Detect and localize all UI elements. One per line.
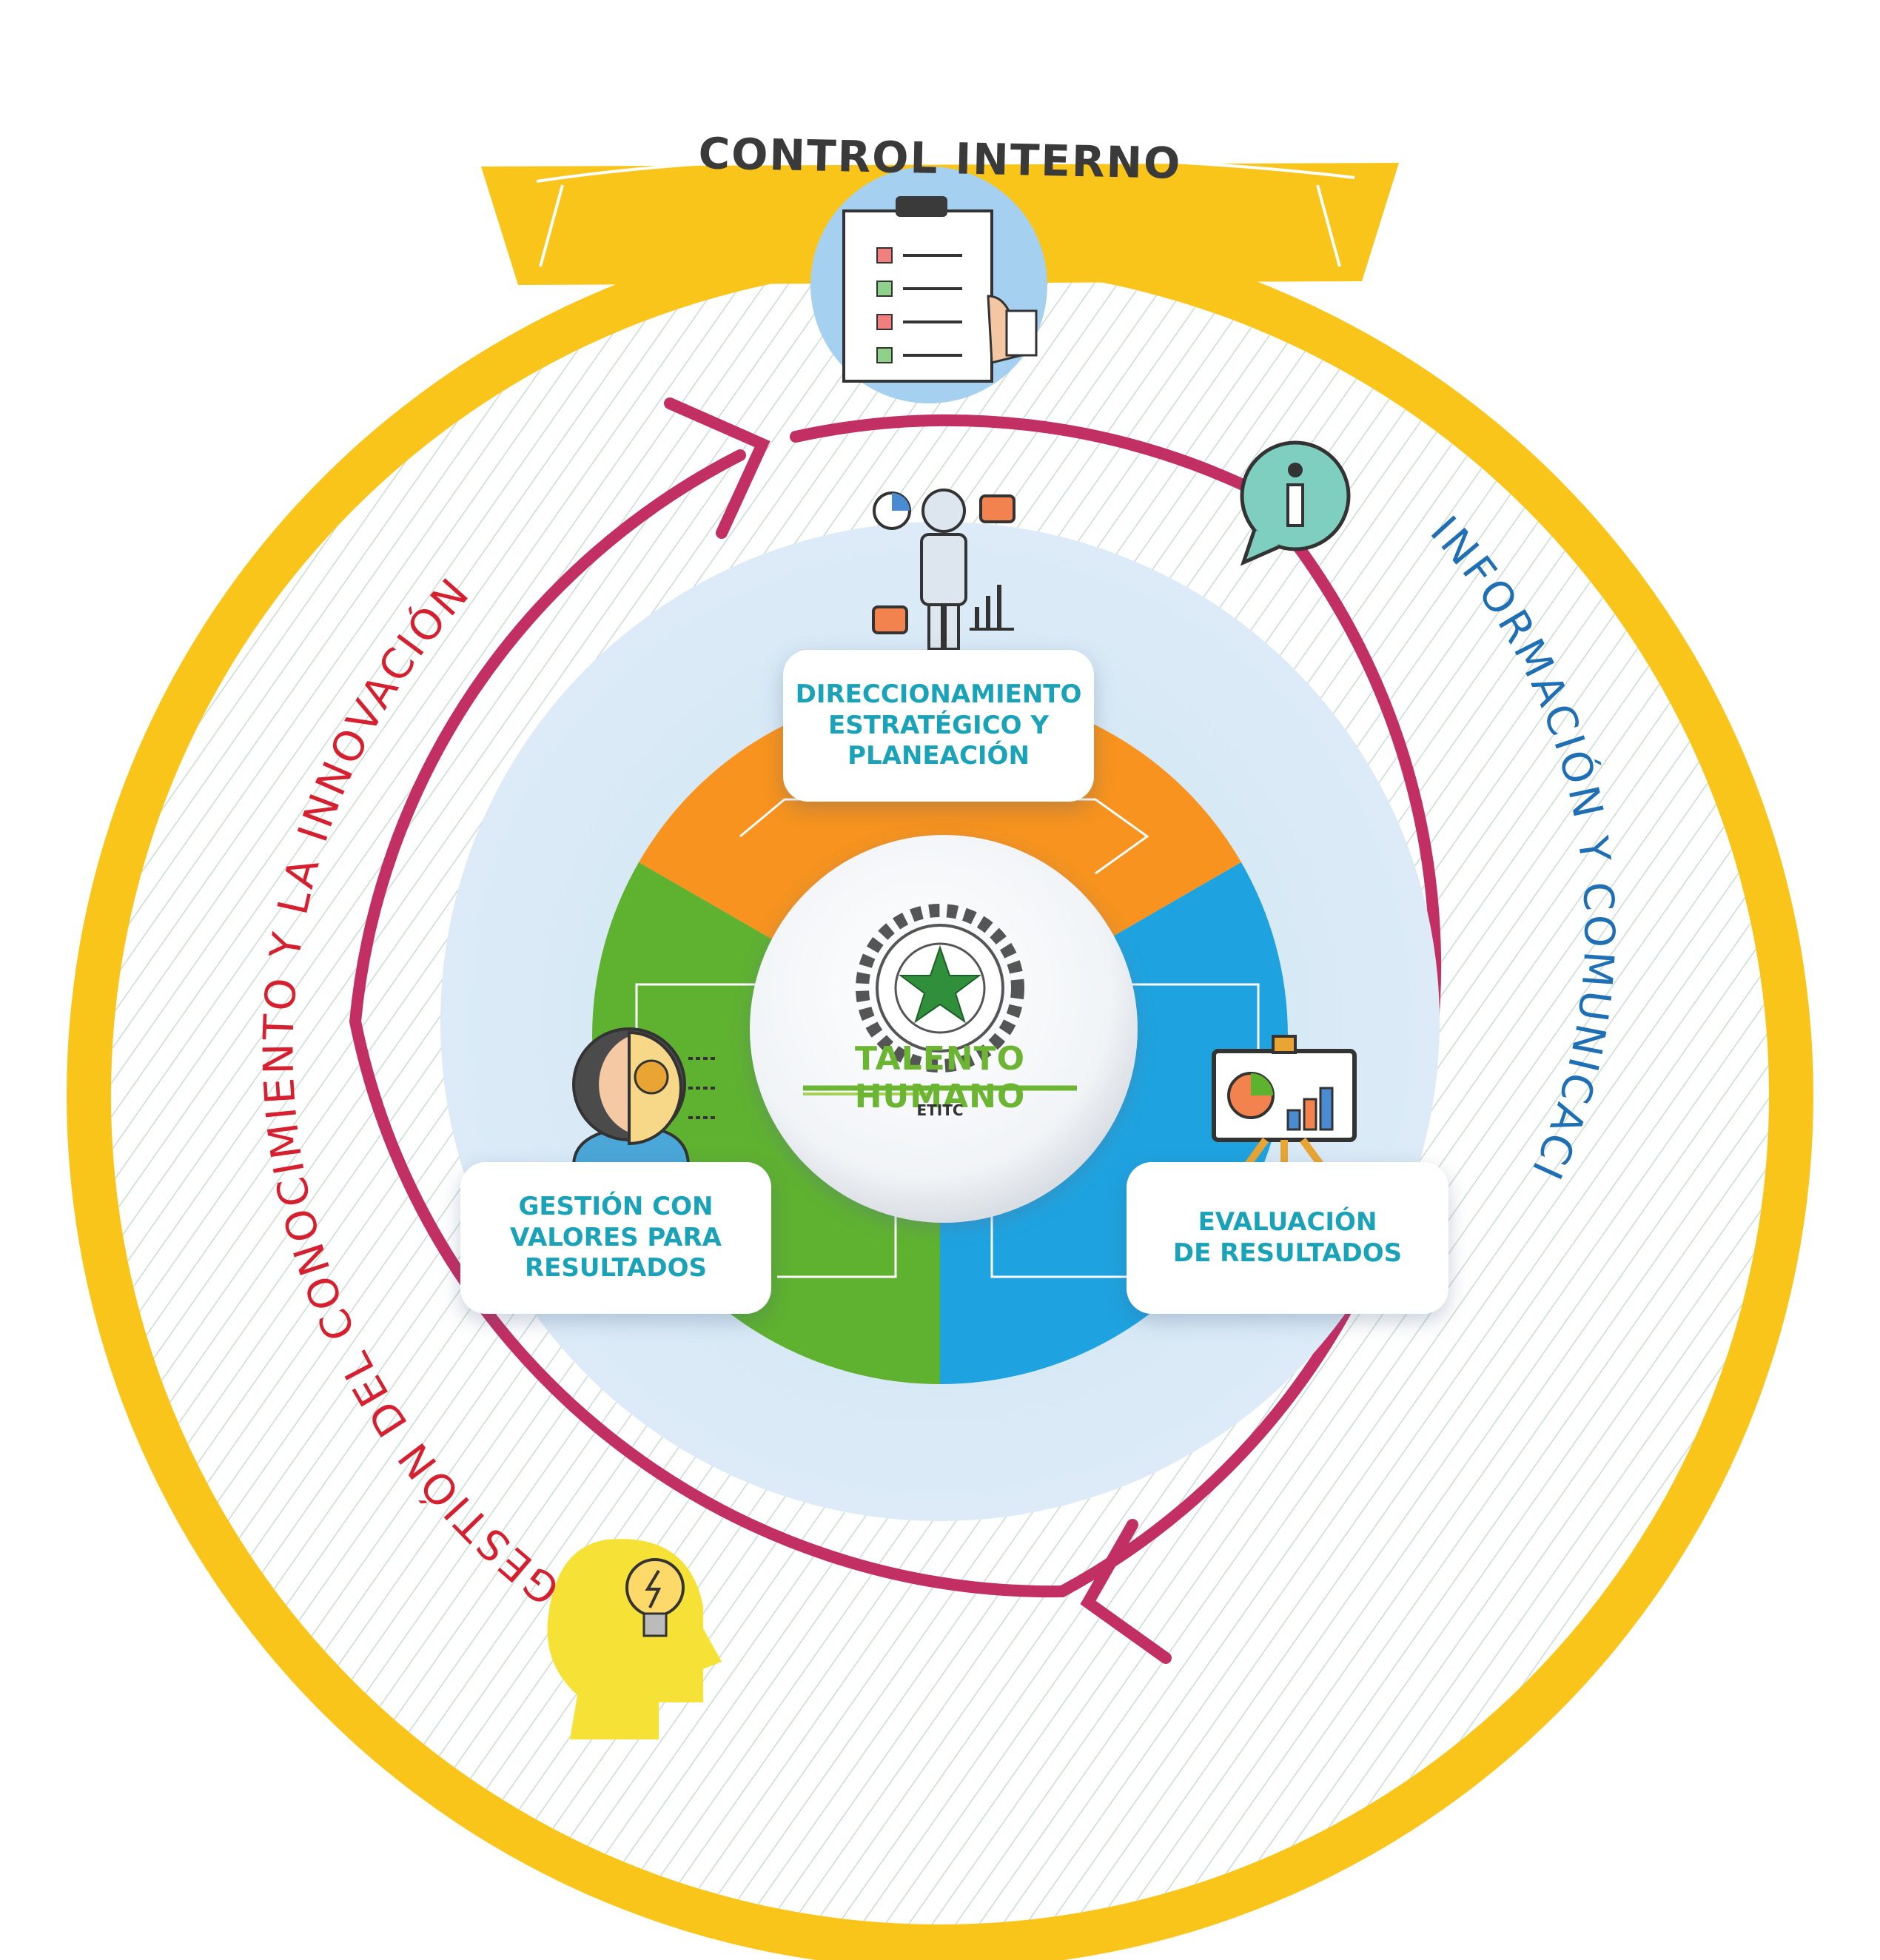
- person-gear-mind-icon: [571, 1027, 718, 1167]
- card-left-dimension: GESTIÓN CON VALORES PARA RESULTADOS: [460, 1162, 771, 1314]
- clipboard-checklist-icon: [810, 167, 1047, 403]
- person-analytics-icon: [872, 489, 1015, 651]
- lightbulb-head-icon: [547, 1539, 722, 1739]
- cycle-arrows: [349, 397, 1442, 1664]
- card-top-dimension: DIRECCIONAMIENTO ESTRATÉGICO Y PLANEACIÓ…: [783, 650, 1094, 802]
- gear-star-emblem-icon: [803, 904, 1077, 1095]
- center-subtitle: ETITC: [916, 1101, 964, 1119]
- info-speech-bubble-icon: [1240, 440, 1351, 566]
- card-left-label: GESTIÓN CON VALORES PARA RESULTADOS: [509, 1192, 722, 1283]
- center-title: TALENTO HUMANO: [854, 1040, 1026, 1115]
- card-right-label: EVALUACIÓN DE RESULTADOS: [1172, 1207, 1403, 1268]
- card-top-label: DIRECCIONAMIENTO ESTRATÉGICO Y PLANEACIÓ…: [795, 679, 1082, 771]
- card-right-dimension: EVALUACIÓN DE RESULTADOS: [1127, 1162, 1448, 1314]
